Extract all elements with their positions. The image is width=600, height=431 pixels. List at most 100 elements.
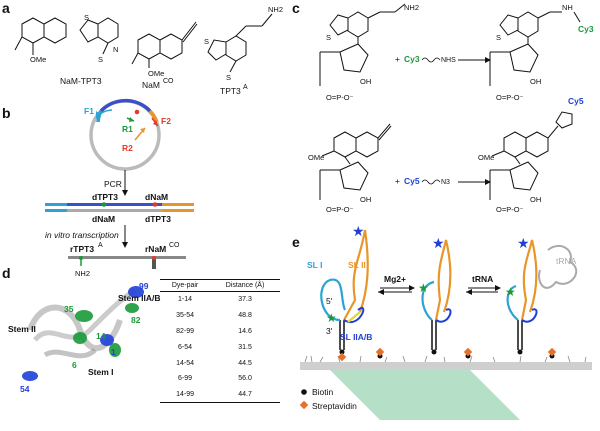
cy3-product-s: S — [496, 33, 501, 42]
table-header-dye-pair: Dye-pair — [160, 279, 211, 292]
residue-82: 82 — [131, 315, 141, 325]
dye-pair-cell: 14-54 — [176, 359, 194, 367]
dye-pair-cell: 14-99 — [160, 386, 211, 404]
panel-letter-b: b — [2, 105, 11, 121]
primer-f2: F2 — [161, 116, 171, 126]
phosphate-2: O=P-O⁻ — [496, 93, 524, 102]
panel-letter-e: e — [292, 234, 300, 250]
oh-3: OH — [360, 195, 371, 204]
n-atom: N — [113, 45, 118, 54]
residue-35: 35 — [64, 304, 74, 314]
cy3-product-label: Cy3 — [578, 24, 594, 34]
legend-streptavidin: Streptavidin — [312, 401, 357, 411]
rna-nh2: NH2 — [75, 269, 90, 278]
cy3-conjugation-scheme: NH2 S OMe O=P-O⁻ OH — [319, 3, 419, 102]
three-prime-label: 3' — [326, 326, 333, 336]
table-header-distance: Distance (Å) — [210, 279, 280, 292]
primer-r2: R2 — [122, 143, 133, 153]
table-header-row: Dye-pair Distance (Å) — [160, 279, 280, 292]
stem-iiab-label: Stem IIA/B — [118, 293, 161, 303]
distance-cell: 44.5 — [238, 359, 252, 367]
distance-cell: 31.5 — [238, 343, 252, 351]
rna-3d-structure — [22, 286, 144, 381]
primer-r1: R1 — [122, 124, 133, 134]
sl2ab-label: SL IIA/B — [340, 332, 372, 342]
cy3-scheme-nh2: NH2 — [404, 3, 419, 12]
sl1-label: SL I — [307, 260, 322, 270]
oh-4: OH — [530, 195, 541, 204]
panel-letter-c: c — [292, 0, 300, 16]
residue-99: 99 — [139, 281, 149, 291]
residue-6: 6 — [72, 360, 77, 370]
rnamco-label: rNaM — [145, 244, 166, 254]
duplex-bottom-label-1: dNaM — [92, 214, 115, 224]
ome-label: OMe — [30, 55, 46, 64]
dna-duplex: dTPT3 dNaM dNaM dTPT3 — [45, 192, 194, 224]
plus-2: + — [395, 176, 400, 186]
tpt3a-s-ring: S — [204, 37, 209, 46]
dye-pair-cell: 35-54 — [176, 312, 194, 320]
amide-nh: NH — [562, 3, 573, 12]
cy3-scheme-s: S — [326, 33, 331, 42]
rtpt3-sup: A — [98, 242, 103, 249]
s-atom: S — [98, 55, 103, 64]
svg-text:★: ★ — [505, 285, 516, 299]
svg-text:★: ★ — [432, 236, 445, 252]
phosphate-4: O=P-O⁻ — [496, 205, 524, 214]
label-nam-tpt3: NaM-TPT3 — [60, 76, 102, 86]
tpt3a-nh2: NH2 — [268, 5, 283, 14]
duplex-top-label-1: dTPT3 — [92, 192, 118, 202]
tpt3a-structure: NH2 S S — [204, 5, 283, 82]
rnamco-sup: CO — [169, 242, 180, 249]
cy3-product: NH Cy3 S O=P-O⁻ OH — [489, 3, 594, 102]
trna-molecule-label: tRNA — [556, 256, 577, 266]
table-row: 6-54 31.5 — [160, 339, 280, 355]
primer-f1: F1 — [84, 106, 94, 116]
residue-54: 54 — [20, 384, 30, 394]
cy5-product-label: Cy5 — [568, 96, 584, 106]
mg-arrow-label: Mg2+ — [384, 274, 406, 284]
table-row: 82-99 14.6 — [160, 324, 280, 340]
duplex-bottom-label-2: dTPT3 — [145, 214, 171, 224]
svg-text:★: ★ — [517, 236, 530, 252]
pcr-label: PCR — [104, 179, 122, 189]
table-row: 35-54 48.8 — [160, 308, 280, 324]
sl2-label: SL II — [348, 260, 366, 270]
svg-text:★: ★ — [326, 311, 337, 325]
label-tpt3-sup: A — [243, 84, 248, 91]
table-row: 14-54 44.5 — [160, 355, 280, 371]
phosphate-3: O=P-O⁻ — [326, 205, 354, 214]
tpt3a-s: S — [226, 73, 231, 82]
dye-pair-cell: 82-99 — [176, 327, 194, 335]
dye-pair-cell: 1-14 — [178, 296, 193, 304]
distance-cell: 48.8 — [238, 312, 252, 320]
residue-1: 1 — [111, 347, 116, 357]
svg-text:★: ★ — [352, 224, 365, 240]
rna-product: rTPT3 A rNaM CO NH2 — [68, 242, 186, 278]
s-atom-ring: S — [84, 13, 89, 22]
distance-cell: 44.7 — [210, 386, 280, 404]
dye-pair-cell: 6-99 — [178, 375, 193, 383]
dye-pair-cell: 6-54 — [178, 343, 193, 351]
panel-letter-a: a — [2, 0, 10, 16]
plasmid-diagram — [89, 98, 161, 171]
cy5-reagent: Cy5 — [404, 176, 420, 186]
namco-ome: OMe — [148, 69, 164, 78]
label-tpt3: TPT3 — [220, 86, 241, 96]
svg-text:★: ★ — [418, 281, 429, 295]
cy5-product: Cy5 OMe O=P-O⁻ OH — [478, 96, 584, 214]
plus-1: + — [395, 54, 400, 64]
phosphate-1: O=P-O⁻ — [326, 93, 354, 102]
label-nam: NaM — [142, 80, 160, 90]
stem-i-label: Stem I — [88, 367, 114, 377]
rtpt3-label: rTPT3 — [70, 244, 94, 254]
cy3-reagent: Cy3 — [404, 54, 420, 64]
oh-1: OH — [360, 77, 371, 86]
distance-cell: 14.6 — [238, 327, 252, 335]
stem-ii-label: Stem II — [8, 324, 36, 334]
